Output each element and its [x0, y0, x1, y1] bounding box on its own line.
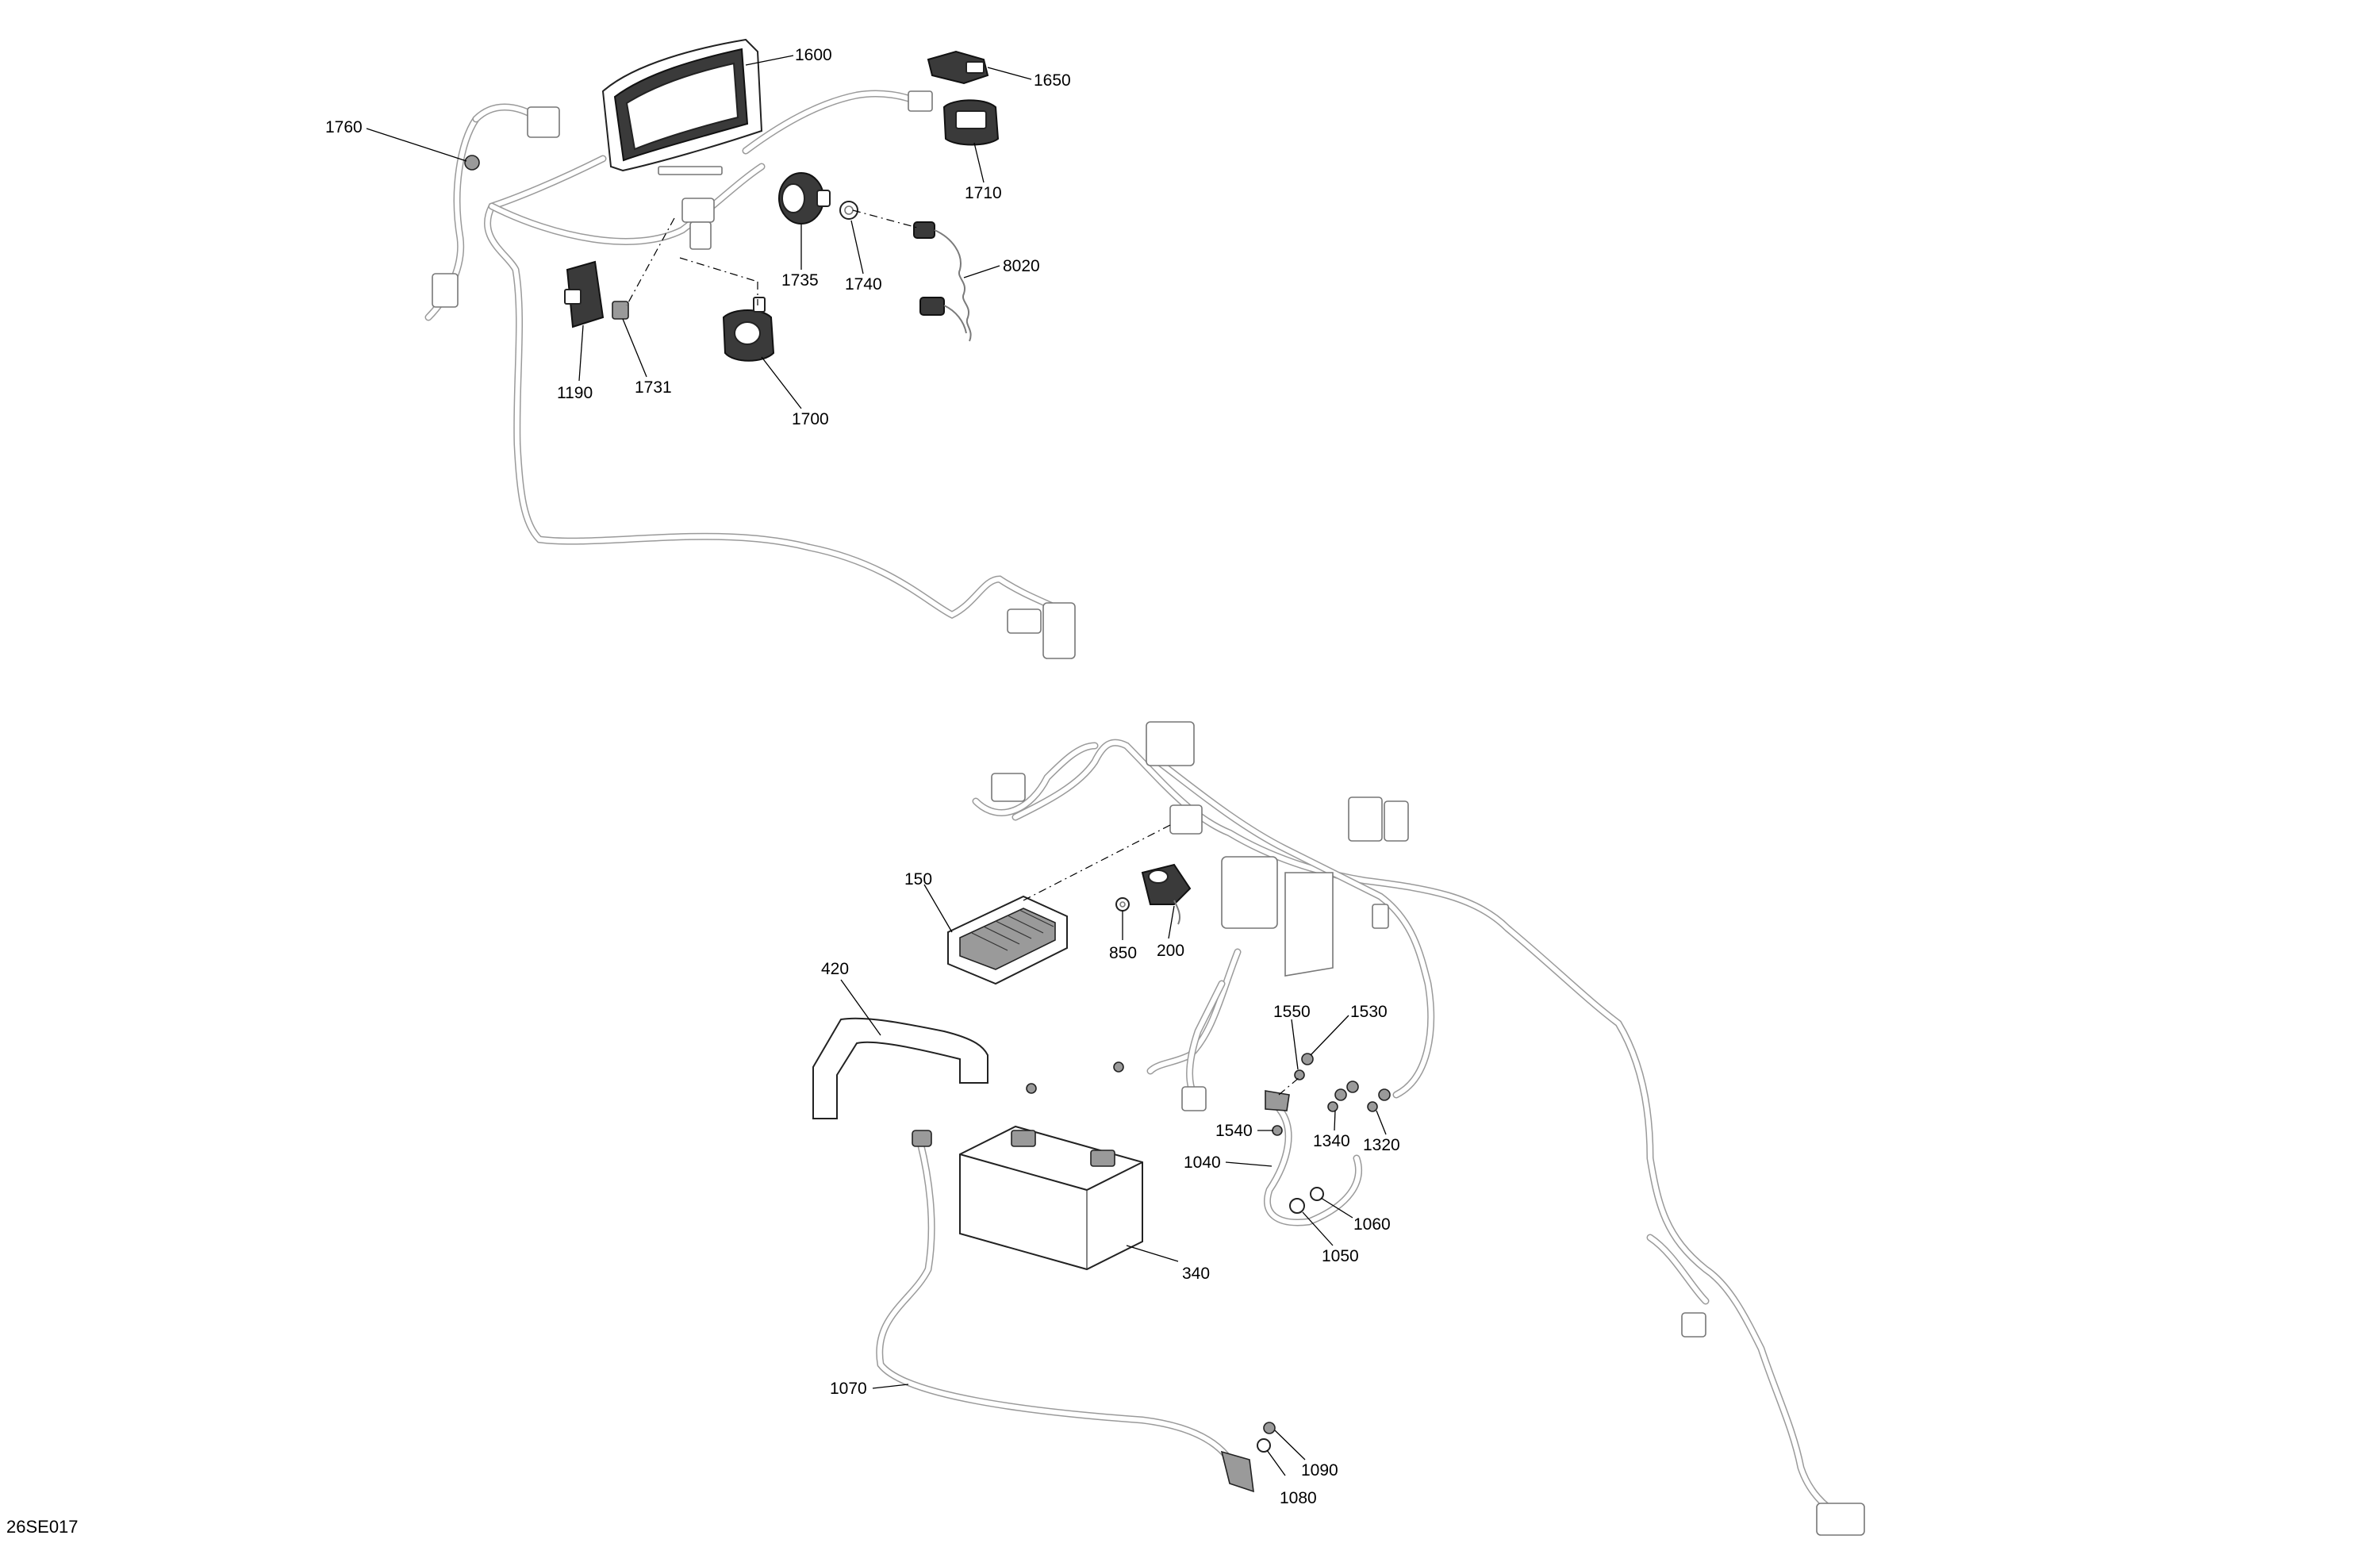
callout-1700: 1700 [792, 410, 829, 428]
buzzer-1735 [778, 172, 831, 225]
hardware-1320 [1367, 1088, 1391, 1112]
hardware-1340 [1327, 1080, 1359, 1112]
leader-lines [366, 55, 1387, 1476]
starter-solenoid-200 [1141, 863, 1192, 925]
battery-340 [959, 1125, 1143, 1271]
callout-1040: 1040 [1184, 1153, 1221, 1172]
callout-1090: 1090 [1301, 1461, 1338, 1480]
cable-8020 [913, 221, 972, 342]
callout-850: 850 [1109, 944, 1137, 962]
connector-1190 [564, 260, 605, 328]
switch-1710 [942, 99, 1000, 146]
screw-a [1026, 1083, 1037, 1094]
grommet-1760 [464, 155, 480, 171]
washer-1550 [1294, 1069, 1305, 1080]
callout-1050: 1050 [1322, 1247, 1359, 1265]
cable-1070 [876, 1130, 1254, 1493]
callout-150: 150 [904, 870, 932, 889]
callout-1070: 1070 [830, 1380, 867, 1398]
nut-850 [1115, 897, 1130, 912]
callout-200: 200 [1157, 942, 1184, 960]
battery-strap-420 [812, 1017, 988, 1119]
nut-1060 [1310, 1187, 1324, 1201]
instrument-cluster-1600 [601, 38, 763, 175]
nut-1740 [839, 201, 858, 220]
callout-1320: 1320 [1363, 1136, 1400, 1154]
screw-1530 [1301, 1053, 1314, 1065]
callout-1740: 1740 [845, 275, 882, 294]
callout-1650: 1650 [1034, 71, 1071, 90]
callout-420: 420 [821, 960, 849, 978]
callout-1190: 1190 [557, 384, 593, 402]
lower-harness [972, 721, 1865, 1536]
nut-1090 [1263, 1422, 1276, 1434]
callout-1060: 1060 [1353, 1215, 1391, 1234]
drawing-id: 26SE017 [6, 1517, 79, 1537]
callout-1550: 1550 [1273, 1003, 1311, 1021]
callout-8020: 8020 [1003, 257, 1040, 275]
screw-1540 [1272, 1125, 1283, 1136]
cable-1050 [1264, 1090, 1362, 1226]
upper-harness [424, 90, 1076, 659]
callout-labels: 1600 1650 1710 1760 1735 1740 8020 1190 … [6, 46, 1400, 1537]
callout-1760: 1760 [325, 118, 363, 136]
screw-b [1113, 1061, 1124, 1073]
screw-1080 [1257, 1438, 1271, 1453]
clip-1731 [612, 301, 629, 320]
connector-1650 [927, 50, 989, 85]
callout-1540: 1540 [1215, 1122, 1253, 1140]
callout-1080: 1080 [1280, 1489, 1317, 1507]
callout-1530: 1530 [1350, 1003, 1388, 1021]
callout-340: 340 [1182, 1265, 1210, 1283]
callout-1340: 1340 [1313, 1132, 1350, 1150]
voltage-regulator-150 [947, 895, 1068, 985]
switch-1700 [722, 297, 775, 362]
callout-1731: 1731 [635, 378, 672, 397]
callout-1735: 1735 [781, 271, 819, 290]
callout-1600: 1600 [795, 46, 832, 64]
callout-1710: 1710 [965, 184, 1002, 202]
